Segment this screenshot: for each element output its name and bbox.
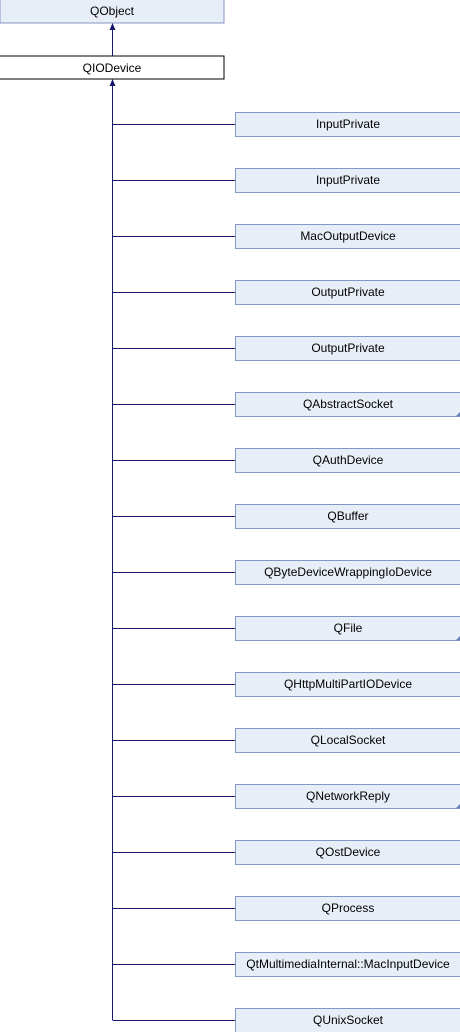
subclass-label: QUnixSocket: [313, 1013, 384, 1027]
subclass-label: OutputPrivate: [311, 285, 385, 299]
subclass-box: [235, 504, 460, 529]
node-qobject-label: QObject: [90, 4, 135, 18]
edge-qiodevice-to-qobject: [109, 23, 116, 56]
subclass-label: QProcess: [322, 901, 375, 915]
subclass-box: [235, 168, 460, 193]
subclass-label: InputPrivate: [316, 117, 380, 131]
subclass-label: QByteDeviceWrappingIoDevice: [264, 565, 432, 579]
subclass-box: [235, 672, 460, 697]
subclass-node-outputprivate[interactable]: OutputPrivate: [112, 280, 460, 305]
subclass-label: QFile: [334, 621, 363, 635]
subclass-node-qbuffer[interactable]: QBuffer: [112, 504, 460, 529]
subclass-box: [235, 952, 460, 977]
more-subclasses-marker-icon: [455, 804, 460, 809]
subclass-label: QOstDevice: [316, 845, 381, 859]
subclass-box: [235, 392, 460, 417]
subclass-box: [235, 1008, 460, 1032]
subclass-box: [235, 448, 460, 473]
subclass-box: [235, 224, 460, 249]
subclass-box: [235, 280, 460, 305]
subclass-box: [235, 616, 460, 641]
subclass-box: [235, 840, 460, 865]
subclass-node-inputprivate[interactable]: InputPrivate: [112, 112, 460, 137]
subclass-node-qauthdevice[interactable]: QAuthDevice: [112, 448, 460, 473]
node-qiodevice-label: QIODevice: [83, 61, 142, 75]
subclass-node-qfile[interactable]: QFile: [112, 616, 460, 641]
subclass-node-qbytedevicewrappingiodevice[interactable]: QByteDeviceWrappingIoDevice: [112, 560, 460, 585]
subclass-label: QNetworkReply: [306, 789, 390, 803]
subclass-box: [235, 896, 460, 921]
subclass-node-qhttpmultipartiodevice[interactable]: QHttpMultiPartIODevice: [112, 672, 460, 697]
subclass-node-qlocalsocket[interactable]: QLocalSocket: [112, 728, 460, 753]
subclass-node-qprocess[interactable]: QProcess: [112, 896, 460, 921]
subclass-label: OutputPrivate: [311, 341, 385, 355]
subclass-label: QAbstractSocket: [303, 397, 394, 411]
subclass-box: [235, 560, 460, 585]
node-qiodevice[interactable]: QIODevice: [0, 55, 225, 80]
subclass-node-qabstractsocket[interactable]: QAbstractSocket: [112, 392, 460, 417]
subclass-list: InputPrivateInputPrivateMacOutputDeviceO…: [112, 112, 460, 1032]
subclass-node-qnetworkreply[interactable]: QNetworkReply: [112, 784, 460, 809]
subclass-trunk: [109, 79, 116, 1020]
subclass-box: [235, 728, 460, 753]
subclass-label: QAuthDevice: [313, 453, 384, 467]
subclass-label: MacOutputDevice: [300, 229, 396, 243]
subclass-node-qunixsocket[interactable]: QUnixSocket: [112, 1008, 460, 1032]
subclass-label: QHttpMultiPartIODevice: [284, 677, 412, 691]
subclass-box: [235, 784, 460, 809]
subclass-label: InputPrivate: [316, 173, 380, 187]
more-subclasses-marker-icon: [455, 636, 460, 641]
node-qobject[interactable]: QObject: [0, 0, 225, 24]
subclass-node-inputprivate[interactable]: InputPrivate: [112, 168, 460, 193]
subclass-box: [235, 336, 460, 361]
subclass-node-qostdevice[interactable]: QOstDevice: [112, 840, 460, 865]
subclass-label: QBuffer: [327, 509, 368, 523]
subclass-label: QtMultimediaInternal::MacInputDevice: [246, 957, 450, 971]
subclass-label: QLocalSocket: [311, 733, 386, 747]
subclass-node-outputprivate[interactable]: OutputPrivate: [112, 336, 460, 361]
more-subclasses-marker-icon: [455, 412, 460, 417]
subclass-node-qtmultimediainternal-macinputdevice[interactable]: QtMultimediaInternal::MacInputDevice: [112, 952, 460, 977]
subclass-box: [235, 112, 460, 137]
subclass-node-macoutputdevice[interactable]: MacOutputDevice: [112, 224, 460, 249]
